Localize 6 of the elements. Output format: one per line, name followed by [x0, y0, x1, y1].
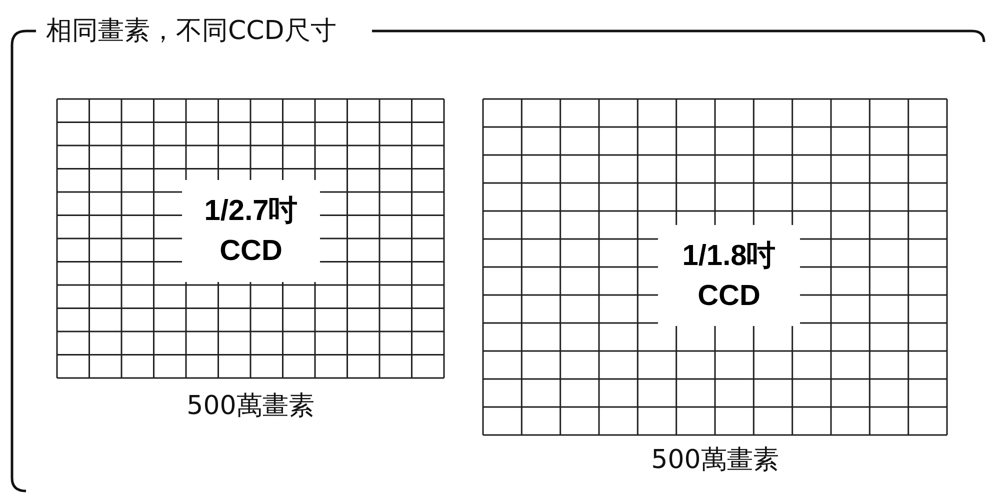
resolution-label: 500萬畫素 [186, 390, 316, 423]
sensor-label: CCD [220, 234, 282, 269]
resolution-label: 500萬畫素 [650, 444, 780, 477]
size-label: 1/2.7吋 [204, 194, 298, 229]
size-label: 1/1.8吋 [682, 238, 776, 274]
sensor-label: CCD [698, 278, 760, 314]
